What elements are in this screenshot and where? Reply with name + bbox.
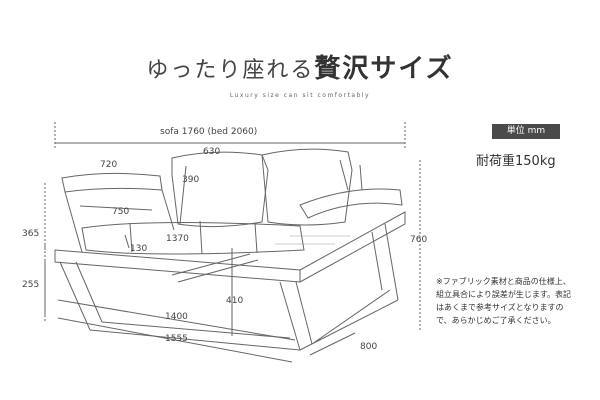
- dim-arm-depth: 720: [100, 160, 118, 170]
- title-light: ゆったり座れる: [146, 58, 315, 83]
- dim-arm-height: 365: [22, 229, 40, 239]
- disclaimer-note: ※ファブリック素材と商品の仕様上、組立具合により誤差が生じます。表記はあくまで参…: [436, 277, 572, 325]
- dim-cushion-width: 630: [203, 147, 221, 157]
- dim-depth: 800: [360, 342, 378, 352]
- dim-seat-height: 410: [226, 296, 244, 306]
- dim-total-height: 760: [410, 235, 428, 245]
- dim-seat-thickness: 130: [130, 244, 148, 254]
- dim-back-height: 390: [182, 175, 200, 185]
- dim-seat-depth: 1370: [166, 234, 189, 244]
- dim-outer-width: 1555: [165, 334, 188, 344]
- load-capacity: 耐荷重150kg: [476, 154, 556, 169]
- subtitle: Luxury size can sit comfortably: [229, 92, 371, 99]
- page-title: ゆったり座れる贅沢サイズ: [0, 48, 600, 85]
- dim-leg-height: 255: [22, 280, 40, 290]
- title-bold: 贅沢サイズ: [314, 54, 454, 84]
- dim-inner-width: 1400: [165, 312, 188, 322]
- dim-seat-width: 750: [112, 207, 130, 217]
- dim-sofa-width: sofa 1760 (bed 2060): [160, 127, 258, 137]
- unit-badge: 単位 mm: [492, 124, 560, 139]
